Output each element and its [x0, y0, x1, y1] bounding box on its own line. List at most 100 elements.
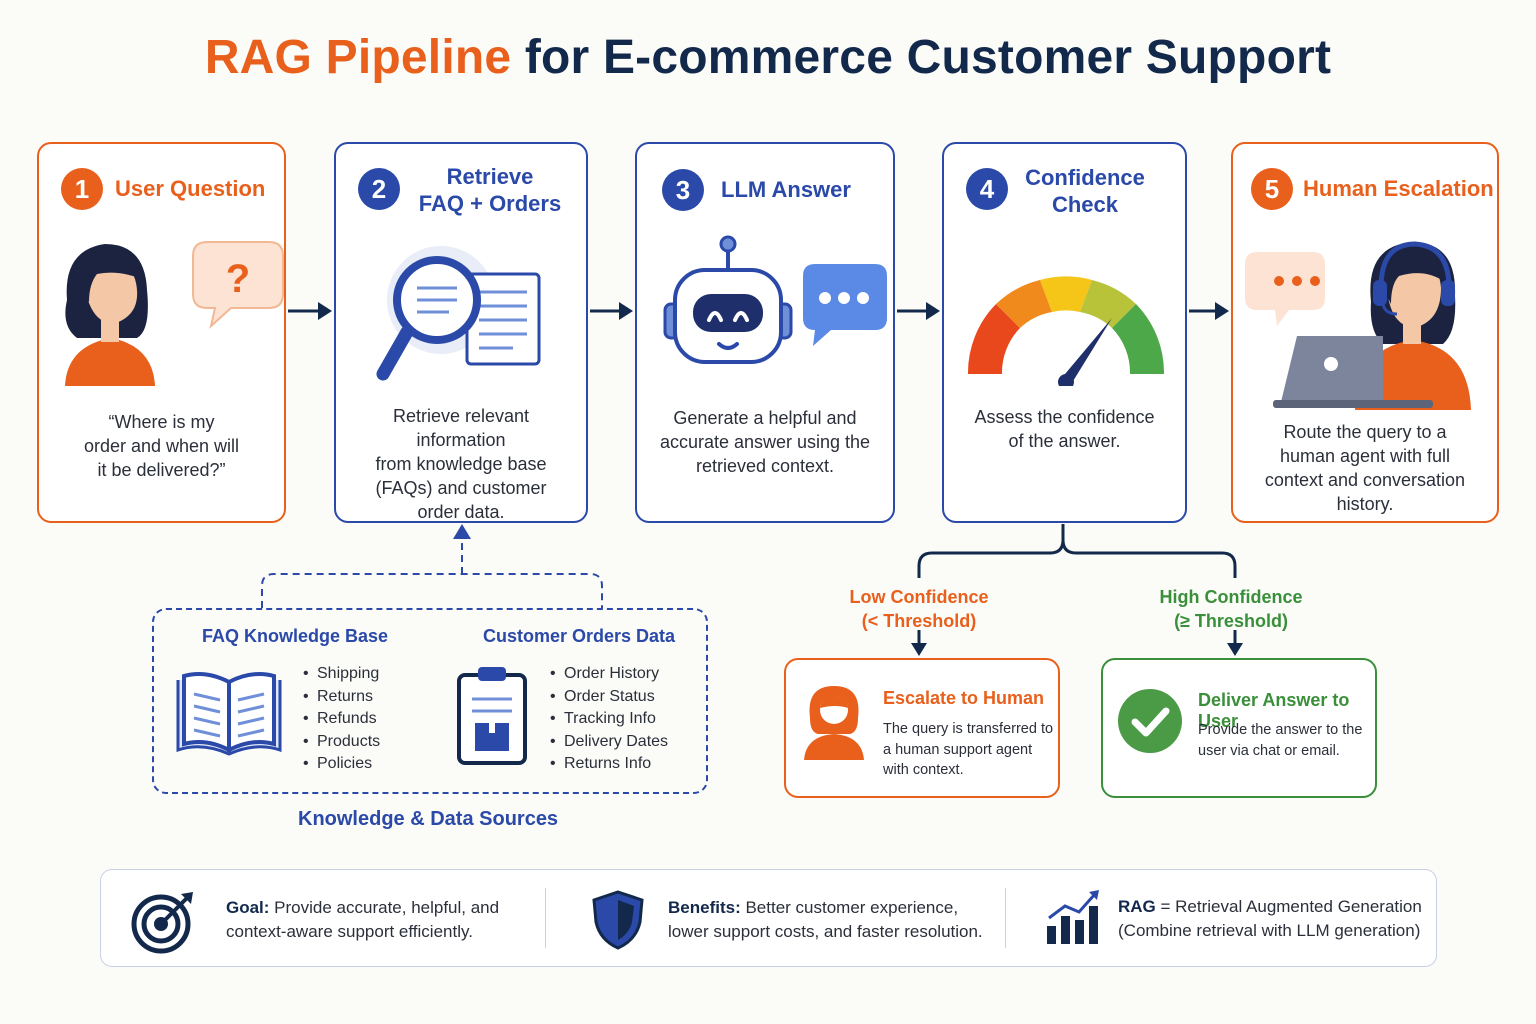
support-agent-icon	[1245, 241, 1471, 410]
label-line: High Confidence	[1159, 587, 1303, 607]
customer-orders-data-title: Customer Orders Data	[483, 626, 676, 646]
desc-line: history.	[1336, 494, 1394, 514]
rag-value: = Retrieval Augmented Generation	[1155, 897, 1422, 916]
step-card-human-escalation: 5 Human Escalation Route the query to a …	[1231, 142, 1499, 523]
deliver-answer-card: Deliver Answer to User Provide the answe…	[1101, 658, 1377, 798]
branch-low-arrowhead	[911, 643, 927, 656]
rag-label: RAG	[1118, 897, 1156, 916]
title-rest: for E-commerce Customer Support	[524, 31, 1332, 84]
desc-line: Generate a helpful and	[673, 408, 857, 428]
user-question-icon: ?	[65, 241, 284, 386]
desc-line: “Where is my	[108, 412, 215, 432]
low-confidence-label: Low Confidence (< Threshold)	[820, 585, 1018, 633]
step-title-confidence-check: Confidence Check	[1020, 164, 1150, 218]
step-desc-user-question: “Where is my order and when will it be d…	[39, 410, 284, 482]
title-line: FAQ + Orders	[418, 191, 562, 216]
title-line: Retrieve	[446, 164, 534, 189]
faq-knowledge-base-title: FAQ Knowledge Base	[202, 626, 389, 646]
page-title: RAG Pipeline for E-commerce Customer Sup…	[0, 30, 1536, 85]
goal-line-2: context-aware support efficiently.	[226, 921, 473, 941]
list-item: Tracking Info	[550, 708, 668, 731]
checkmark-icon	[1118, 689, 1182, 753]
label-line: Low Confidence	[849, 587, 989, 607]
rag-line-1: RAG = Retrieval Augmented Generation	[1118, 895, 1422, 919]
summary-footer: Goal: Provide accurate, helpful, and con…	[100, 869, 1437, 967]
goal-text: Goal: Provide accurate, helpful, and con…	[226, 896, 499, 943]
person-icon	[804, 686, 864, 760]
branch-high-arrowhead	[1227, 643, 1243, 656]
list-item: Returns Info	[550, 753, 668, 776]
faq-topic-list: Shipping Returns Refunds Products Polici…	[303, 663, 380, 776]
list-item: Policies	[303, 753, 380, 776]
desc-line: a human support agent	[883, 741, 1033, 758]
list-item: Order History	[550, 663, 668, 686]
step-number-1: 1	[61, 168, 103, 210]
step-card-llm-answer: 3 LLM Answer Generate a helpful and accu…	[635, 142, 895, 523]
desc-line: Route the query to a	[1283, 422, 1447, 442]
desc-line: Retrieve relevant information	[392, 406, 530, 450]
desc-line: with context.	[883, 762, 964, 778]
title-highlight: RAG Pipeline	[204, 31, 512, 84]
footer-divider	[1005, 888, 1006, 948]
order-data-list: Order History Order Status Tracking Info…	[550, 663, 668, 776]
step-card-confidence-check: 4 Confidence Check Assess the confidence…	[942, 142, 1187, 523]
list-item: Order Status	[550, 686, 668, 709]
step-number-5: 5	[1251, 168, 1293, 210]
escalate-title: Escalate to Human	[883, 688, 1045, 708]
search-documents-icon	[376, 246, 541, 381]
shield-icon	[592, 890, 644, 950]
desc-line: from knowledge base	[375, 454, 547, 474]
deliver-title: Deliver Answer to User	[1198, 690, 1350, 731]
benefits-value: Better customer experience,	[740, 898, 959, 917]
gauge-icon	[967, 276, 1165, 386]
benefits-line-2: lower support costs, and faster resoluti…	[668, 921, 983, 941]
desc-line: order and when will	[83, 436, 240, 456]
book-icon	[176, 672, 282, 756]
list-item: Shipping	[303, 663, 380, 686]
desc-line: context and conversation	[1264, 470, 1466, 490]
desc-line: (FAQs) and customer	[375, 478, 547, 498]
rag-line-2: (Combine retrieval with LLM generation)	[1118, 920, 1421, 940]
desc-line: retrieved context.	[695, 456, 835, 476]
growth-chart-icon	[1047, 890, 1099, 944]
target-icon	[131, 892, 193, 954]
step-title-llm-answer: LLM Answer	[721, 177, 851, 202]
benefits-text: Benefits: Better customer experience, lo…	[668, 896, 983, 943]
step-card-user-question: 1 User Question ? “Where is my order and…	[37, 142, 286, 523]
desc-line: human agent with full	[1279, 446, 1451, 466]
step-title-human-escalation: Human Escalation	[1303, 176, 1494, 201]
desc-line: The query is transferred to	[883, 721, 1054, 737]
step-desc-retrieve: Retrieve relevant information from knowl…	[336, 404, 586, 524]
desc-line: of the answer.	[1008, 431, 1121, 451]
high-confidence-label: High Confidence (≥ Threshold)	[1131, 585, 1331, 633]
step-number-3: 3	[662, 169, 704, 211]
desc-line: Provide the answer to the	[1198, 722, 1363, 738]
escalate-to-human-card: Escalate to Human The query is transferr…	[784, 658, 1060, 798]
robot-icon	[663, 235, 887, 364]
step-title-user-question: User Question	[115, 176, 266, 201]
list-item: Delivery Dates	[550, 731, 668, 754]
list-item: Refunds	[303, 708, 380, 731]
rag-definition-text: RAG = Retrieval Augmented Generation (Co…	[1118, 895, 1422, 942]
goal-line-1: Goal: Provide accurate, helpful, and	[226, 896, 499, 920]
goal-label: Goal:	[226, 898, 270, 917]
label-line: (< Threshold)	[861, 611, 977, 631]
goal-value: Provide accurate, helpful, and	[269, 898, 500, 917]
desc-line: accurate answer using the	[659, 432, 871, 452]
step-title-retrieve: Retrieve FAQ + Orders	[410, 163, 570, 217]
step-card-retrieve: 2 Retrieve FAQ + Orders Retrieve relevan…	[334, 142, 588, 523]
title-line: Confidence	[1025, 165, 1145, 190]
list-item: Returns	[303, 686, 380, 709]
step-desc-confidence-check: Assess the confidence of the answer.	[944, 405, 1185, 453]
svg-text:?: ?	[226, 257, 250, 301]
knowledge-sources-box	[152, 608, 708, 794]
desc-line: user via chat or email.	[1198, 742, 1340, 759]
sources-caption: Knowledge & Data Sources	[298, 808, 559, 830]
benefits-label: Benefits:	[668, 898, 741, 917]
step-desc-human-escalation: Route the query to a human agent with fu…	[1233, 420, 1497, 516]
benefits-line-1: Benefits: Better customer experience,	[668, 896, 983, 920]
step-desc-llm-answer: Generate a helpful and accurate answer u…	[637, 406, 893, 478]
step-number-4: 4	[966, 168, 1008, 210]
list-item: Products	[303, 731, 380, 754]
desc-line: Assess the confidence	[974, 407, 1155, 427]
